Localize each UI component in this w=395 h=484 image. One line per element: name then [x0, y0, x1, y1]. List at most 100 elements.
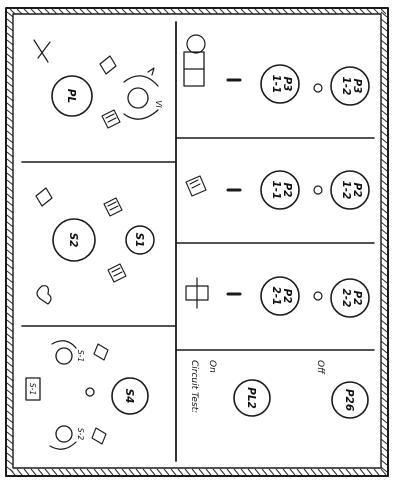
diamond-block-icon	[100, 56, 116, 74]
border-hatch-mark	[150, 9, 155, 14]
border-hatch-mark	[7, 26, 13, 31]
border-hatch-mark	[381, 341, 387, 346]
border-hatch-mark	[7, 61, 13, 66]
border-hatch-mark	[7, 187, 13, 192]
border-hatch-mark	[115, 469, 120, 475]
border-hatch-mark	[381, 306, 387, 311]
border-hatch-mark	[297, 469, 302, 475]
border-hatch-mark	[381, 355, 387, 360]
border-hatch-mark	[381, 453, 387, 458]
border-hatch-mark	[108, 469, 113, 475]
border-hatch-mark	[381, 383, 387, 388]
border-hatch-mark	[381, 432, 387, 437]
border-hatch-mark	[7, 271, 13, 276]
border-hatch-mark	[381, 376, 387, 381]
border-hatch-mark	[7, 180, 13, 185]
border-hatch-mark	[7, 243, 13, 248]
border-hatch-mark	[136, 469, 141, 475]
border-hatch-mark	[7, 453, 13, 458]
border-hatch-mark	[7, 138, 13, 143]
border-hatch-mark	[276, 469, 281, 475]
border-hatch-mark	[7, 299, 13, 304]
border-hatch-mark	[290, 9, 295, 14]
border-hatch-mark	[248, 9, 253, 14]
border-hatch-mark	[381, 369, 387, 374]
border-hatch-mark	[31, 9, 36, 14]
border-hatch-mark	[7, 334, 13, 339]
border-hatch-mark	[7, 425, 13, 430]
connector-dot	[314, 292, 322, 300]
hatched-block-icon	[104, 198, 122, 216]
border-hatch-mark	[24, 9, 29, 14]
border-hatch-mark	[381, 327, 387, 332]
border-hatch-mark	[101, 469, 106, 475]
border-hatch-mark	[206, 9, 211, 14]
border-hatch-mark	[101, 9, 106, 14]
border-hatch-mark	[7, 208, 13, 213]
border-hatch-mark	[7, 362, 13, 367]
panel-s1-s2: S2 S1	[36, 188, 154, 304]
border-hatch-mark	[38, 469, 43, 475]
border-hatch-mark	[248, 469, 253, 475]
border-hatch-mark	[7, 376, 13, 381]
border-hatch-mark	[7, 278, 13, 283]
border-hatch-mark	[255, 9, 260, 14]
border-hatch-mark	[80, 469, 85, 475]
connector-dot	[314, 84, 322, 92]
p2-1-1-label: P21-1	[270, 181, 293, 200]
border-hatch-mark	[94, 469, 99, 475]
border-hatch-mark	[73, 9, 78, 14]
border-hatch-mark	[311, 9, 316, 14]
border-hatch-mark	[7, 390, 13, 395]
circuit-state-on: On	[207, 360, 217, 373]
border-hatch-mark	[7, 145, 13, 150]
border-hatch-mark	[7, 222, 13, 227]
border-hatch-mark	[171, 469, 176, 475]
border-hatch-mark	[241, 9, 246, 14]
border-hatch-mark	[164, 9, 169, 14]
border-hatch-mark	[381, 446, 387, 451]
p2-2-2-label: P22-2	[340, 289, 363, 308]
border-hatch-mark	[262, 9, 267, 14]
border-hatch-mark	[381, 138, 387, 143]
border-hatch-mark	[381, 96, 387, 101]
border-hatch-mark	[7, 257, 13, 262]
border-hatch-mark	[381, 40, 387, 45]
border-hatch-mark	[381, 26, 387, 31]
border-hatch-mark	[7, 355, 13, 360]
border-hatch-mark	[129, 469, 134, 475]
border-hatch-mark	[367, 9, 372, 14]
border-hatch-mark	[171, 9, 176, 14]
border-hatch-mark	[7, 383, 13, 388]
border-hatch-mark	[276, 9, 281, 14]
lamp-icon	[187, 35, 205, 53]
border-hatch-mark	[381, 194, 387, 199]
border-hatch-mark	[45, 469, 50, 475]
border-hatch-mark	[192, 9, 197, 14]
border-hatch-mark	[7, 292, 13, 297]
border-hatch-mark	[381, 390, 387, 395]
border-hatch-mark	[66, 469, 71, 475]
border-hatch-mark	[381, 264, 387, 269]
border-hatch-mark	[7, 369, 13, 374]
border-hatch-mark	[7, 47, 13, 52]
pl-rotation-label: VI	[154, 100, 163, 108]
border-hatch-mark	[374, 469, 379, 475]
border-hatch-mark	[332, 469, 337, 475]
border-hatch-mark	[325, 9, 330, 14]
border-hatch-mark	[381, 257, 387, 262]
border-hatch-mark	[381, 19, 387, 24]
border-hatch-mark	[38, 9, 43, 14]
border-hatch-mark	[7, 446, 13, 451]
border-hatch-mark	[7, 215, 13, 220]
border-hatch-mark	[381, 173, 387, 178]
border-hatch-mark	[7, 397, 13, 402]
diamond-block-icon	[36, 188, 52, 206]
border-hatch-mark	[381, 229, 387, 234]
border-hatch-mark	[59, 469, 64, 475]
border-hatch-mark	[318, 9, 323, 14]
border-hatch-mark	[45, 9, 50, 14]
border-hatch-mark	[381, 215, 387, 220]
border-hatch-mark	[7, 131, 13, 136]
